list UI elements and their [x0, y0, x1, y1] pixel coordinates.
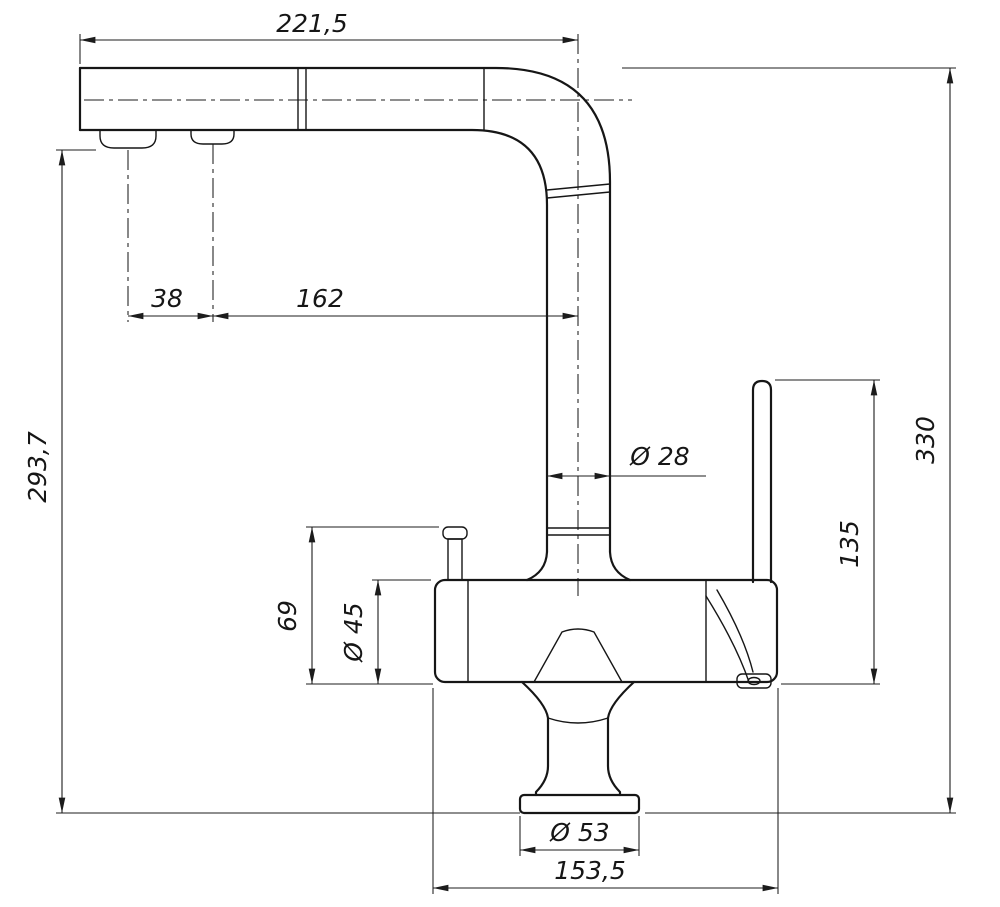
- dim-base-diameter-label: Ø 53: [549, 818, 609, 847]
- dim-body-length-label: 153,5: [554, 856, 626, 885]
- dim-lever-height-label: 135: [835, 520, 864, 568]
- stem-left-edge: [520, 680, 550, 797]
- dim-spout-horizontal-label: 162: [296, 284, 344, 313]
- dimension-labels: 221,5 38 162 293,7 330 Ø 28 135 69 Ø 45 …: [23, 9, 940, 885]
- dim-side-valve-height-label: 69: [273, 600, 302, 632]
- centerlines: [84, 34, 632, 596]
- pipe-flare-left: [525, 550, 549, 582]
- aerator-1: [99, 129, 157, 149]
- stem-right-edge: [606, 680, 636, 797]
- dim-pipe-diameter-label: Ø 28: [629, 442, 689, 471]
- base-flange: [518, 793, 641, 815]
- dim-aerator-offset-label: 38: [151, 284, 183, 313]
- handle-pivot-curve-2: [716, 589, 754, 673]
- body-front-skirt: [533, 628, 623, 683]
- lever-handle: [751, 379, 773, 584]
- side-knob-stem: [447, 538, 463, 581]
- dim-spout-height-label: 293,7: [23, 431, 52, 503]
- body-rear-foot: [736, 673, 772, 689]
- aerator-2: [190, 129, 235, 145]
- body-rear-foot-detail: [747, 676, 761, 686]
- elbow-joint-line-2: [546, 191, 611, 199]
- elbow-joint-line-1: [546, 183, 611, 191]
- dim-overall-width-label: 221,5: [276, 9, 348, 38]
- dimension-lines: [58, 36, 954, 892]
- dim-body-diameter-label: Ø 45: [339, 602, 368, 662]
- stem-mouth-arc: [547, 717, 609, 724]
- extension-lines: [56, 34, 956, 894]
- pipe-flare-right: [608, 550, 632, 582]
- spout-outer-edge: [78, 66, 612, 554]
- spout-inner-edge: [78, 128, 549, 554]
- dim-overall-height-label: 330: [911, 416, 940, 464]
- faucet-outline: [78, 66, 779, 815]
- body-cylinder: [433, 578, 779, 684]
- side-knob-cap: [442, 526, 468, 540]
